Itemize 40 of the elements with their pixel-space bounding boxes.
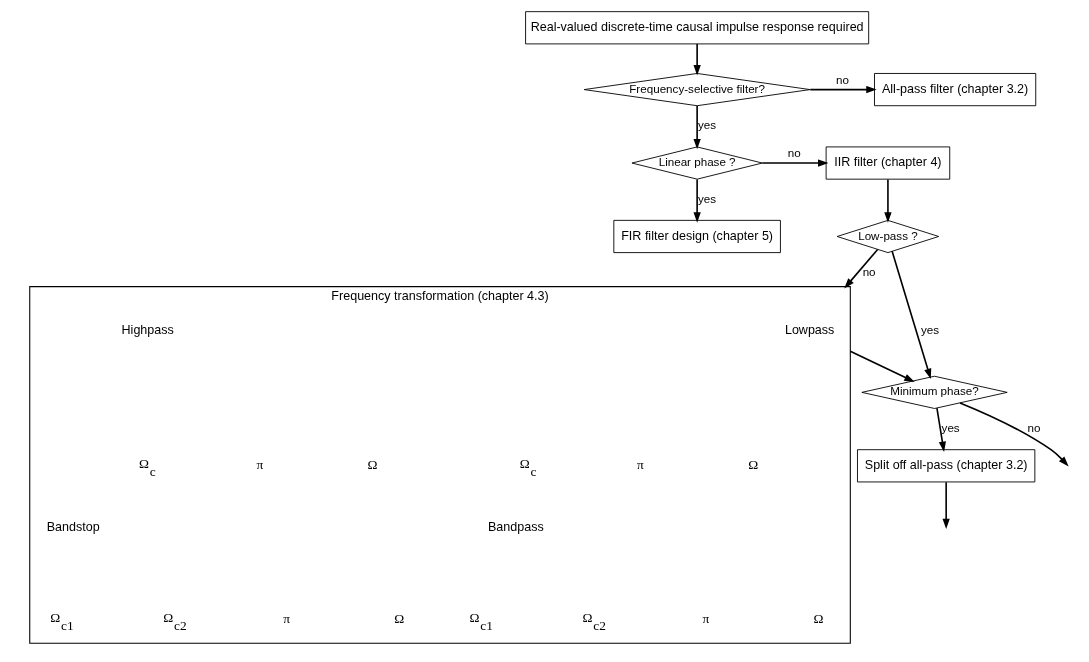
arrow	[843, 248, 878, 289]
label: Lowpass	[784, 322, 834, 337]
label: Ω	[813, 611, 824, 627]
node-box: IIR filter (chapter 4)	[825, 146, 950, 180]
node-box: Real-valued discrete-time causal impulse response required	[524, 11, 869, 45]
node-box: All-pass filter (chapter 3.2)	[873, 73, 1036, 107]
label: Ω	[393, 611, 404, 627]
label: Bandstop	[46, 519, 100, 534]
arrow	[849, 350, 915, 382]
label: Ω	[747, 456, 758, 472]
arrow	[693, 105, 701, 150]
node-diamond: Frequency-selective filter?	[583, 73, 811, 107]
label: π	[282, 611, 290, 627]
node-box: Split off all-pass (chapter 3.2)	[856, 449, 1035, 483]
edge-label: no	[835, 72, 849, 86]
arrow	[808, 85, 877, 94]
arrow	[942, 481, 950, 530]
edge-label: no	[1026, 421, 1040, 435]
edge-label: yes	[697, 191, 716, 205]
arrow	[935, 407, 946, 452]
arrow	[693, 43, 701, 76]
arrow	[760, 159, 828, 167]
label: π	[702, 611, 709, 627]
arrow	[693, 178, 701, 223]
edge-label: no	[787, 146, 801, 160]
label: Bandpass	[487, 519, 544, 534]
arrow	[958, 402, 1069, 467]
edge-label: no	[862, 265, 876, 279]
label: π	[255, 456, 263, 472]
edge-label: yes	[941, 421, 960, 435]
edge-label: yes	[920, 322, 939, 336]
node-diamond: Linear phase ?	[631, 146, 763, 180]
label: Highpass	[121, 322, 174, 337]
arrow	[883, 178, 892, 223]
node-box: FIR filter design (chapter 5)	[612, 219, 781, 254]
arrow	[890, 250, 931, 380]
label: Ω	[366, 456, 377, 472]
edge-label: yes	[697, 118, 716, 132]
node-diamond: Low-pass ?	[836, 219, 939, 254]
label: π	[636, 456, 644, 472]
